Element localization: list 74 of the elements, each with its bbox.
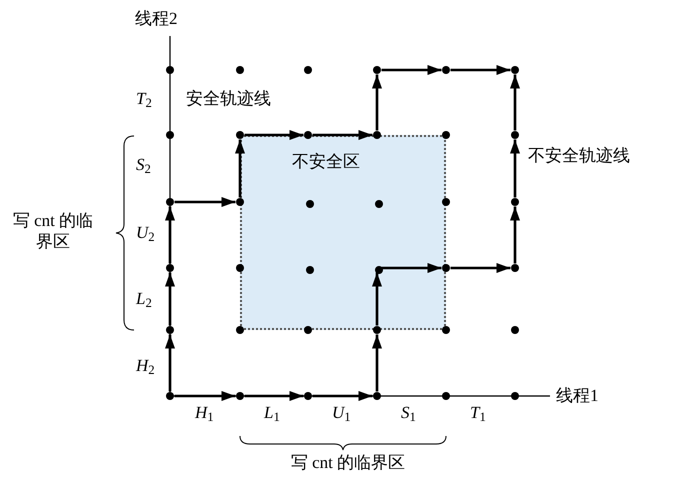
grid-point (236, 66, 244, 74)
grid-point (511, 66, 519, 74)
trajectory-label: 不安全轨迹线 (528, 145, 631, 166)
grid-point (511, 131, 519, 139)
trajectory-arrow (510, 74, 520, 130)
trajectory-arrow (244, 391, 304, 401)
grid-point (166, 326, 174, 334)
grid-point (236, 326, 244, 334)
tick-label: S$_{1}$ (401, 402, 417, 424)
trajectory-label: 安全轨迹线 (186, 88, 272, 110)
trajectory-arrow (372, 74, 382, 130)
trajectory-arrow (165, 334, 175, 392)
grid-point (304, 66, 312, 74)
tick-label: L$_{2}$ (136, 288, 153, 310)
grid-point (166, 392, 174, 400)
grid-point (375, 266, 383, 274)
trajectory-arrow (244, 130, 304, 140)
tick-label: T$_{1}$ (470, 402, 487, 424)
grid-point (511, 264, 519, 272)
tick-label: T$_{2}$ (136, 88, 153, 110)
grid-point (373, 326, 381, 334)
grid-point (373, 392, 381, 400)
grid-point (373, 66, 381, 74)
trajectory-arrow (165, 272, 175, 326)
grid-point (236, 131, 244, 139)
trajectory-arrow (382, 65, 442, 75)
region-label: 不安全区 (292, 151, 360, 173)
grid-point (304, 131, 312, 139)
trajectory-arrow (372, 334, 382, 392)
trajectory-arrow (174, 197, 236, 207)
axis-label: 线程2 (135, 8, 178, 30)
trajectory-arrow (450, 263, 510, 273)
grid-point (166, 198, 174, 206)
grid-point (511, 326, 519, 334)
tick-label: H$_{1}$ (195, 402, 215, 424)
grid-point (236, 264, 244, 272)
tick-label: S$_{2}$ (136, 154, 152, 176)
grid-point (442, 326, 450, 334)
grid-point (236, 392, 244, 400)
grid-point (442, 66, 450, 74)
trajectory-arrow (235, 140, 245, 198)
grid-point (166, 264, 174, 272)
grid-point (304, 326, 312, 334)
trajectory-arrow (312, 391, 372, 401)
grid-point (442, 198, 450, 206)
grid-point (236, 198, 244, 206)
grid-point (166, 131, 174, 139)
critical-section-label: 写 cnt 的临界区 (12, 210, 94, 252)
trajectory-arrow (312, 130, 372, 140)
trajectory-arrow (510, 206, 520, 264)
grid-point (304, 392, 312, 400)
trajectory-arrow (382, 263, 442, 273)
grid-point (306, 266, 314, 274)
critical-section-label: 写 cnt 的临界区 (290, 452, 406, 474)
tick-label: L$_{1}$ (264, 402, 281, 424)
trajectory-arrow (174, 391, 236, 401)
grid-point (511, 392, 519, 400)
axis-label: 线程1 (556, 385, 600, 406)
tick-label: U$_{1}$ (332, 402, 352, 424)
trajectory-arrow (372, 272, 382, 326)
trajectory-arrow (450, 65, 510, 75)
grid-point (442, 392, 450, 400)
trajectory-arrow (510, 140, 520, 198)
grid-point (511, 198, 519, 206)
grid-point (166, 66, 174, 74)
grid-point (375, 200, 383, 208)
tick-label: H$_{2}$ (136, 355, 156, 376)
tick-label: U$_{2}$ (136, 222, 156, 244)
grid-point (306, 200, 314, 208)
trajectory-arrow (165, 206, 175, 264)
grid-point (373, 131, 381, 139)
unsafe-region (240, 135, 446, 330)
grid-point (442, 264, 450, 272)
grid-point (442, 131, 450, 139)
